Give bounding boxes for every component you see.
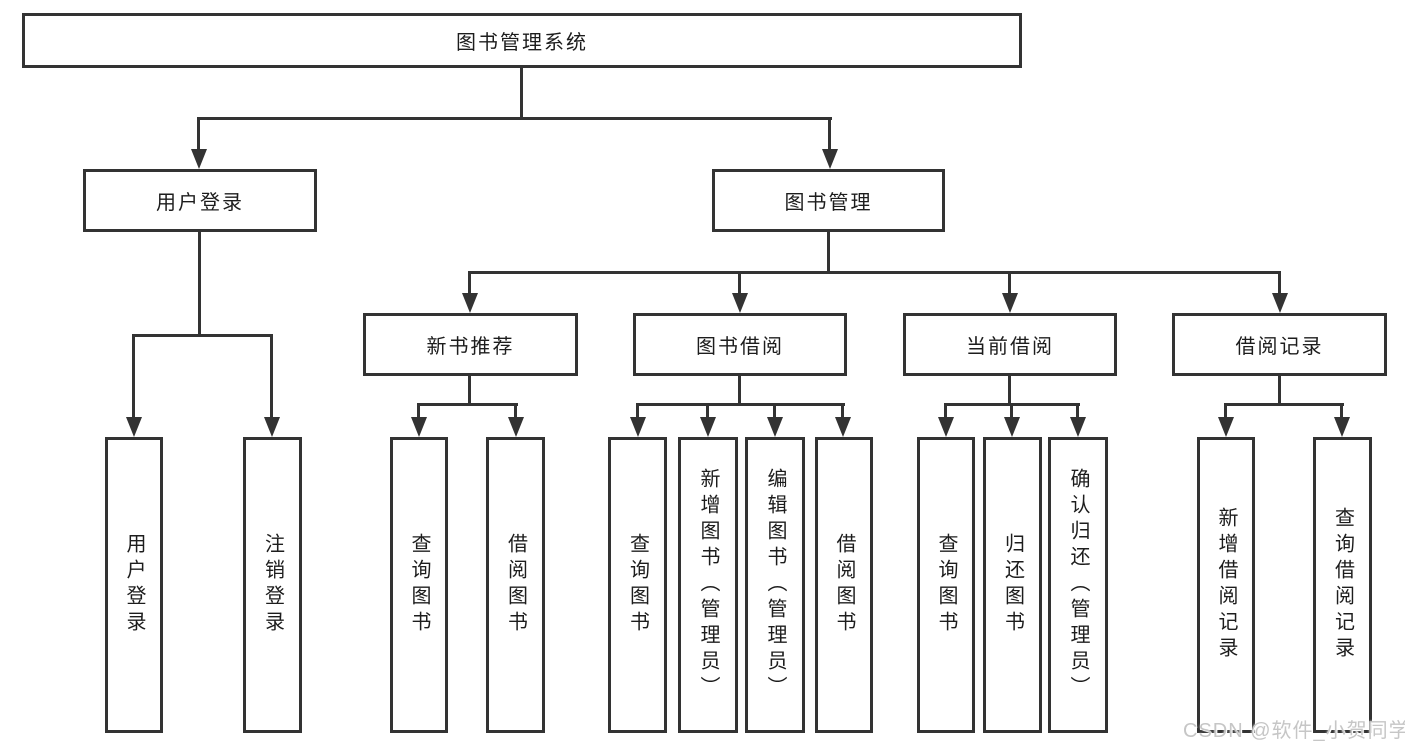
connector-line <box>841 403 844 420</box>
arrowhead-down-icon <box>1334 417 1350 437</box>
connector-line <box>468 271 1281 274</box>
connector-line <box>1224 403 1227 420</box>
connector-line <box>520 68 523 118</box>
node-label: 图书借阅 <box>696 336 784 358</box>
leaf-logout: 注销登录 <box>243 437 302 733</box>
node-label: 归还图书 <box>1001 533 1024 637</box>
arrowhead-down-icon <box>732 293 748 313</box>
connector-line <box>738 271 741 295</box>
arrowhead-down-icon <box>1272 293 1288 313</box>
node-label: 图书管理 <box>784 192 873 214</box>
node-label: 查询图书 <box>935 533 957 637</box>
leaf-add-books-admin: 新增图书（管理员） <box>678 437 738 733</box>
connector-line <box>1076 403 1079 420</box>
connector-line <box>1224 403 1344 406</box>
connector-line <box>1278 376 1281 406</box>
node-label: 查询图书 <box>626 533 649 637</box>
leaf-add-borrow-record: 新增借阅记录 <box>1197 437 1255 733</box>
connector-line <box>198 232 201 337</box>
arrowhead-down-icon <box>1218 417 1234 437</box>
node-label: 借阅图书 <box>504 533 527 637</box>
arrowhead-down-icon <box>462 293 478 313</box>
connector-line <box>1340 403 1343 420</box>
leaf-borrow-books-recommend: 借阅图书 <box>486 437 545 733</box>
node-book-borrow: 图书借阅 <box>633 313 847 376</box>
connector-line <box>636 403 845 406</box>
connector-line <box>828 117 831 150</box>
connector-line <box>417 403 518 406</box>
arrowhead-down-icon <box>411 417 427 437</box>
node-label: 新增图书（管理员） <box>697 468 719 702</box>
node-label: 编辑图书（管理员） <box>764 468 786 702</box>
connector-line <box>773 403 776 420</box>
leaf-query-books-borrow: 查询图书 <box>608 437 667 733</box>
node-label: 图书管理系统 <box>456 32 588 54</box>
connector-line <box>514 403 517 420</box>
arrowhead-down-icon <box>630 417 646 437</box>
connector-line <box>738 376 741 406</box>
leaf-user-login: 用户登录 <box>105 437 163 733</box>
connector-line <box>944 403 947 420</box>
node-label: 注销登录 <box>261 533 284 637</box>
arrowhead-down-icon <box>822 149 838 169</box>
arrowhead-down-icon <box>700 417 716 437</box>
connector-line <box>132 334 273 337</box>
node-label: 借阅记录 <box>1235 336 1324 358</box>
arrowhead-down-icon <box>1002 293 1018 313</box>
leaf-edit-books-admin: 编辑图书（管理员） <box>745 437 805 733</box>
connector-line <box>197 117 832 120</box>
connector-line <box>827 232 830 273</box>
arrowhead-down-icon <box>508 417 524 437</box>
node-label: 借阅图书 <box>833 533 855 637</box>
connector-line <box>1008 376 1011 406</box>
connector-line <box>636 403 639 420</box>
arrowhead-down-icon <box>126 417 142 437</box>
connector-line <box>132 334 135 420</box>
node-label: 新增借阅记录 <box>1215 507 1237 663</box>
node-borrow-records: 借阅记录 <box>1172 313 1387 376</box>
arrowhead-down-icon <box>1070 417 1086 437</box>
node-book-management: 图书管理 <box>712 169 945 232</box>
connector-line <box>1278 271 1281 295</box>
connector-line <box>468 271 471 295</box>
node-label: 新书推荐 <box>426 336 515 358</box>
leaf-borrow-books: 借阅图书 <box>815 437 873 733</box>
node-label: 查询图书 <box>408 533 430 637</box>
connector-line <box>706 403 709 420</box>
node-root: 图书管理系统 <box>22 13 1022 68</box>
node-new-book-recommend: 新书推荐 <box>363 313 578 376</box>
connector-line <box>270 334 273 420</box>
arrowhead-down-icon <box>938 417 954 437</box>
leaf-query-books-recommend: 查询图书 <box>390 437 448 733</box>
connector-line <box>417 403 420 420</box>
node-current-borrow: 当前借阅 <box>903 313 1117 376</box>
leaf-query-books-current: 查询图书 <box>917 437 975 733</box>
arrowhead-down-icon <box>1004 417 1020 437</box>
csdn-watermark: CSDN @软件_小贺同学 <box>1183 720 1405 742</box>
leaf-confirm-return-admin: 确认归还（管理员） <box>1048 437 1108 733</box>
arrowhead-down-icon <box>835 417 851 437</box>
node-label: 用户登录 <box>156 192 244 214</box>
node-label: 当前借阅 <box>966 336 1054 358</box>
connector-line <box>468 376 471 406</box>
connector-line <box>197 117 200 150</box>
node-user-login: 用户登录 <box>83 169 317 232</box>
node-label: 确认归还（管理员） <box>1067 468 1089 702</box>
arrowhead-down-icon <box>767 417 783 437</box>
leaf-query-borrow-record: 查询借阅记录 <box>1313 437 1372 733</box>
connector-line <box>1008 271 1011 295</box>
connector-line <box>1010 403 1013 420</box>
arrowhead-down-icon <box>264 417 280 437</box>
node-label: 用户登录 <box>123 533 145 637</box>
node-label: 查询借阅记录 <box>1331 507 1354 663</box>
arrowhead-down-icon <box>191 149 207 169</box>
leaf-return-books: 归还图书 <box>983 437 1042 733</box>
